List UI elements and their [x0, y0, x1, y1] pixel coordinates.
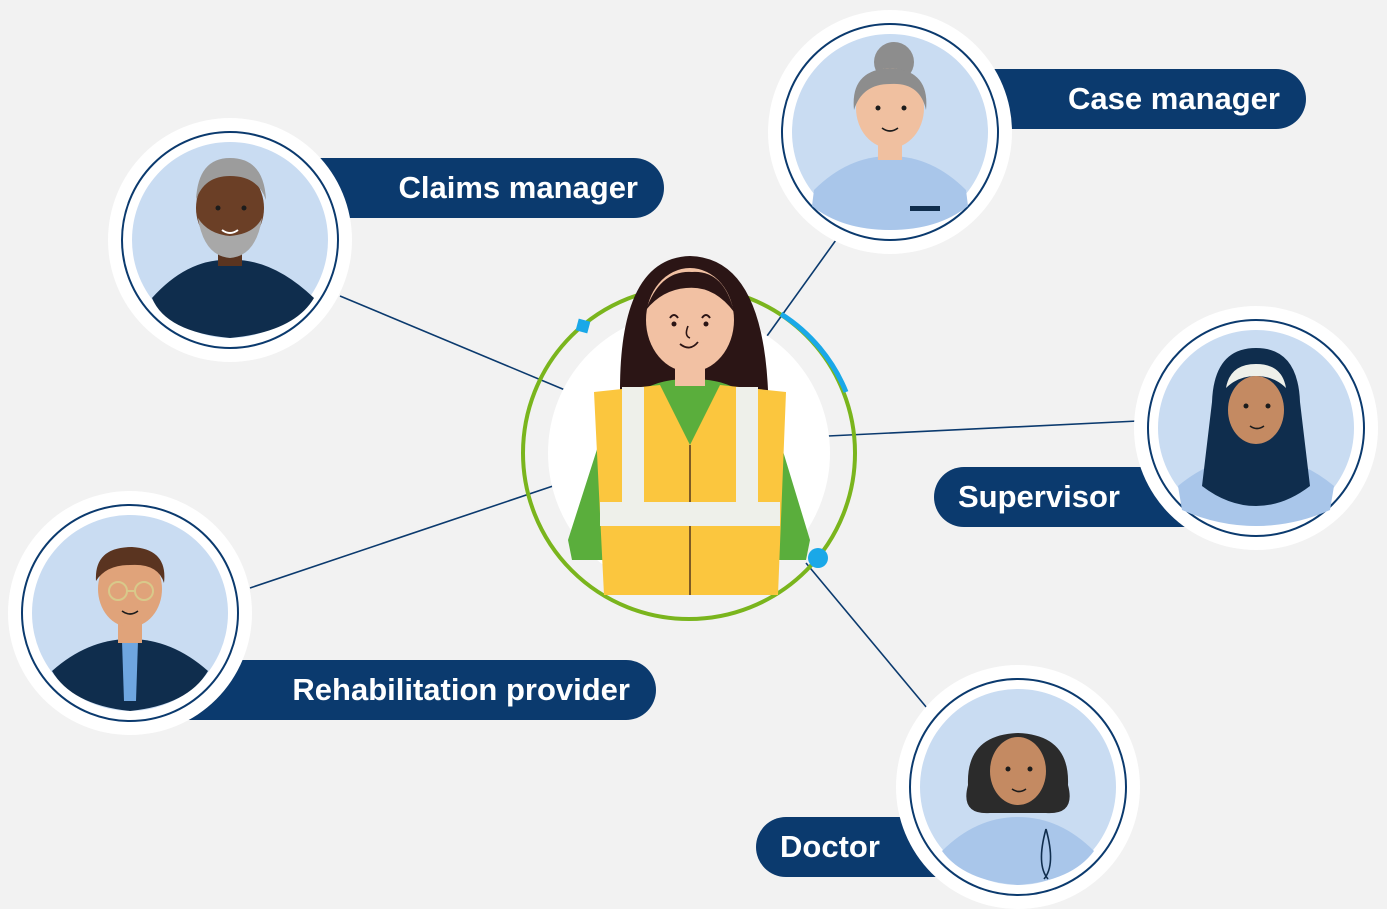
supervisor-avatar	[1134, 306, 1378, 550]
connector-doctor	[805, 562, 928, 709]
worker-in-hi-vis-vest-avatar	[510, 240, 870, 640]
claims-manager-label: Claims manager	[300, 158, 664, 218]
case-manager-avatar	[768, 10, 1012, 254]
doctor-avatar	[896, 665, 1140, 909]
connector-case-manager	[766, 239, 837, 337]
connector-supervisor	[827, 420, 1139, 437]
claims-manager-avatar	[108, 118, 352, 362]
connector-claims-manager	[339, 295, 566, 391]
connector-rehabilitation-provider	[249, 485, 554, 589]
rehabilitation-provider-avatar	[8, 491, 252, 735]
rehabilitation-provider-label: Rehabilitation provider	[180, 660, 656, 720]
